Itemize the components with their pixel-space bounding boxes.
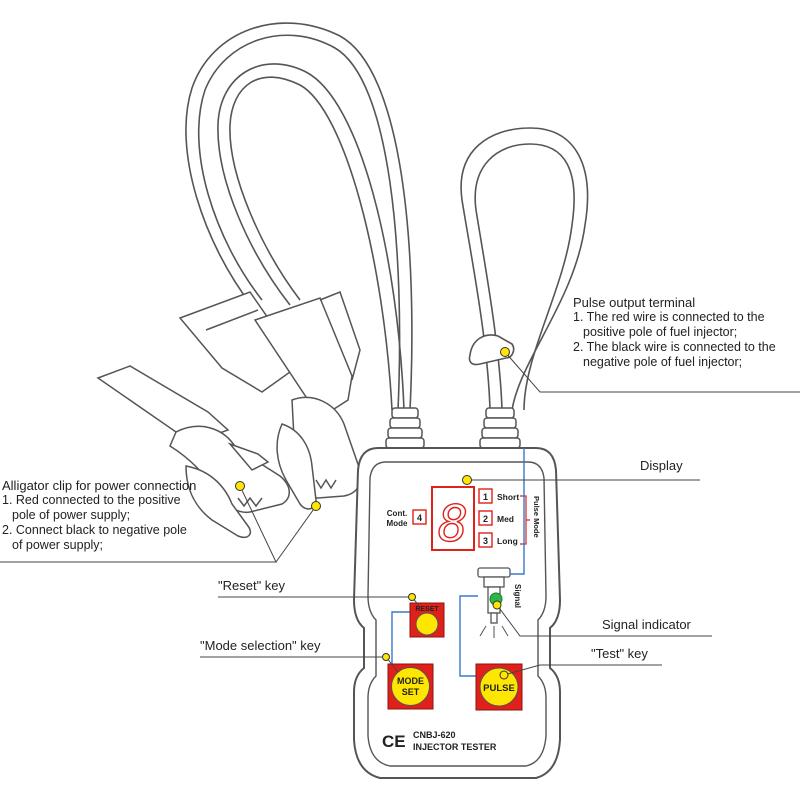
strain-relief-power bbox=[385, 407, 425, 449]
alligator-line1a: 1. Red connected to the positive bbox=[2, 493, 181, 507]
alligator-callout: Alligator clip for power connection 1. R… bbox=[2, 478, 196, 553]
pulse-mode-2-number: 2 bbox=[483, 514, 488, 524]
reset-button-label: RESET bbox=[415, 606, 439, 613]
model-number: CNBJ-620 bbox=[413, 730, 456, 740]
callout-markers bbox=[235, 347, 510, 680]
reset-button[interactable]: RESET bbox=[409, 602, 445, 638]
test-key-callout: "Test" key bbox=[591, 646, 648, 661]
signal-label: Signal bbox=[513, 584, 522, 608]
reset-key-callout: "Reset" key bbox=[218, 578, 286, 593]
alligator-line2a: 2. Connect black to negative pole bbox=[2, 523, 187, 537]
power-cable bbox=[185, 22, 413, 411]
alligator-line2b: of power supply; bbox=[12, 538, 104, 552]
display-panel: 8 bbox=[431, 486, 475, 554]
pulse-mode-2: 2 Med bbox=[478, 510, 514, 526]
pulse-mode-1-number: 1 bbox=[483, 492, 488, 502]
mode-key-callout: "Mode selection" key bbox=[200, 638, 321, 653]
alligator-line1b: pole of power supply; bbox=[12, 508, 131, 522]
mode-set-button[interactable]: MODE SET bbox=[387, 663, 434, 710]
ce-mark: CE bbox=[382, 732, 406, 751]
alligator-title: Alligator clip for power connection bbox=[2, 478, 197, 493]
alligator-clip-right bbox=[253, 291, 362, 510]
pulse-button-label: PULSE bbox=[483, 683, 515, 694]
cont-mode-number: 4 bbox=[417, 513, 422, 523]
pulse-cable bbox=[460, 127, 589, 411]
pulse-mode-3-number: 3 bbox=[483, 536, 488, 546]
mode-button-label-1: MODE bbox=[397, 676, 424, 686]
pulse-output-line1a: 1. The red wire is connected to the bbox=[573, 310, 765, 324]
pulse-mode-1: 1 Short bbox=[478, 488, 519, 504]
pulse-output-line2a: 2. The black wire is connected to the bbox=[573, 340, 776, 354]
pulse-output-line1b: positive pole of fuel injector; bbox=[583, 325, 738, 339]
pulse-mode-2-label: Med bbox=[497, 514, 514, 524]
signal-indicator-callout: Signal indicator bbox=[602, 617, 691, 632]
pulse-output-line2b: negative pole of fuel injector; bbox=[583, 355, 743, 369]
blue-wires bbox=[391, 448, 525, 677]
pulse-mode-3-label: Long bbox=[497, 536, 518, 546]
display-digit: 8 bbox=[438, 495, 468, 553]
pulse-mode-1-label: Short bbox=[497, 492, 519, 502]
strain-relief-pulse bbox=[479, 407, 521, 449]
device-name: INJECTOR TESTER bbox=[413, 742, 497, 752]
pulse-mode-bracket bbox=[520, 495, 530, 545]
pulse-button[interactable]: PULSE bbox=[475, 663, 523, 711]
pulse-output-title: Pulse output terminal bbox=[573, 295, 696, 310]
pulse-mode-3: 3 Long bbox=[478, 532, 518, 548]
pulse-mode-side-label: Pulse Mode bbox=[532, 496, 541, 538]
cont-mode-label-2: Mode bbox=[387, 519, 408, 528]
mode-button-label-2: SET bbox=[402, 687, 420, 697]
cont-mode-label-1: Cont. bbox=[387, 509, 407, 518]
display-callout: Display bbox=[640, 458, 683, 473]
pulse-output-callout: Pulse output terminal 1. The red wire is… bbox=[573, 295, 776, 370]
